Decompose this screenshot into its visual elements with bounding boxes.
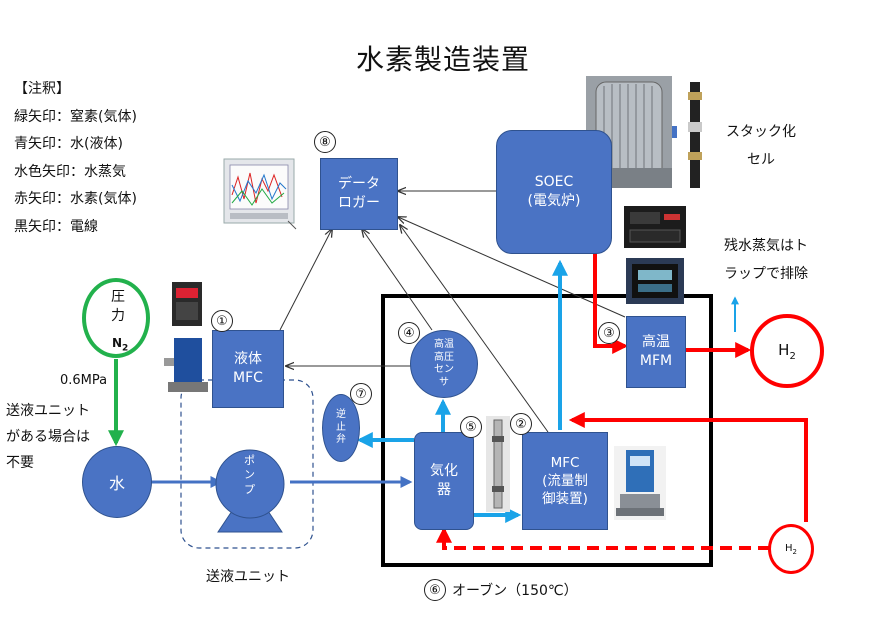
pressure-n2-label: 圧 力 <box>111 289 125 324</box>
mfc-label: MFC (流量制 御装置) <box>542 454 588 508</box>
pressure-n2-circle: 圧 力 N2 <box>82 278 150 358</box>
vaporizer-box: 気化 器 <box>414 432 474 530</box>
number-7: ⑦ <box>350 383 372 405</box>
legend: 【注釈】 緑矢印：窒素(気体) 青矢印：水(液体) 水色矢印：水蒸気 赤矢印：水… <box>14 76 137 241</box>
h2-source-circle: H2 <box>768 524 814 574</box>
mfm-photo <box>626 258 684 304</box>
h2-small-subscript: 2 <box>792 547 797 556</box>
h2-source-label: H2 <box>785 543 797 556</box>
oven-label: オーブン（150℃） <box>452 583 578 599</box>
legend-item-water: 青矢印：水(液体) <box>14 136 123 152</box>
number-5: ⑤ <box>460 416 482 438</box>
n2-subscript: 2 <box>122 343 129 354</box>
check-valve-label: 逆 止 弁 <box>336 409 346 446</box>
liquid-unit-label: 送液ユニット <box>206 569 290 585</box>
wire-liquidmfc-logger <box>279 229 332 331</box>
number-6: ⑥ <box>424 579 446 601</box>
arrow-soec-mfm <box>593 252 629 354</box>
liquid-mfc-label: 液体 MFC <box>233 351 263 386</box>
check-valve-ellipse: 逆 止 弁 <box>322 394 360 462</box>
number-3: ③ <box>598 322 620 344</box>
legend-item-wire: 黒矢印：電線 <box>14 218 98 235</box>
number-4: ④ <box>398 322 420 344</box>
mfc-box: MFC (流量制 御装置) <box>522 432 608 530</box>
stack-tube-photo <box>682 82 708 188</box>
wire-mfm-logger <box>398 217 626 318</box>
liquid-unit-note: 送液ユニット がある場合は 不要 <box>6 403 90 471</box>
pump-label: ポ ン プ <box>244 454 255 496</box>
legend-heading: 【注釈】 <box>14 81 70 97</box>
pressure-n2-formula: N2 <box>112 336 128 353</box>
legend-item-nitrogen: 緑矢印：窒素(気体) <box>14 108 137 125</box>
h2-subscript: 2 <box>789 350 796 362</box>
h2-output-circle: H2 <box>750 314 824 388</box>
controller-photo <box>624 206 686 248</box>
oven-frame <box>381 294 713 567</box>
mfm-box: 高温 MFM <box>626 316 686 388</box>
pressure-sensor-circle: 高温 高圧 セン サ <box>410 330 478 398</box>
number-8: ⑧ <box>314 131 336 153</box>
soec-box: SOEC (電気炉) <box>496 130 612 254</box>
residual-steam-label: 残水蒸気はト ラップで排除 <box>724 238 808 282</box>
mfm-label: 高温 MFM <box>639 334 673 369</box>
mfc-device-photo <box>614 446 666 520</box>
data-logger-label: データ ロガー <box>338 176 380 211</box>
h2-symbol: H <box>778 340 790 359</box>
pressure-sensor-label: 高温 高圧 セン サ <box>434 339 454 388</box>
wire-sensor-logger <box>362 229 433 331</box>
page-title: 水素製造装置 <box>355 43 530 76</box>
wire-mfc-logger <box>400 225 549 433</box>
legend-item-hydrogen: 赤矢印：水素(気体) <box>14 191 137 207</box>
liquid-mfc-photo <box>164 282 210 394</box>
number-1: ① <box>211 310 233 332</box>
tube-photo <box>486 416 510 512</box>
stack-cell-photo <box>586 76 672 188</box>
data-logger-box: データ ロガー <box>320 158 398 230</box>
soec-label: SOEC (電気炉) <box>527 174 581 209</box>
arrow-h2-return <box>568 412 808 522</box>
h2-small-symbol: H <box>785 542 793 554</box>
legend-item-steam: 水色矢印：水蒸気 <box>14 163 126 180</box>
liquid-mfc-box: 液体 MFC <box>212 330 284 408</box>
pump-shape: ポ ン プ <box>212 440 288 536</box>
vaporizer-label: 気化 器 <box>430 463 458 498</box>
pressure-value-label: 0.6MPa <box>60 373 108 388</box>
n2-symbol: N <box>112 336 123 350</box>
data-logger-photo <box>222 155 298 231</box>
arrow-h2-vaporizer-dashed <box>436 526 770 550</box>
h2-output-label: H2 <box>778 341 796 362</box>
water-label: 水 <box>108 474 125 493</box>
number-2: ② <box>510 413 532 435</box>
water-circle: 水 <box>82 446 152 518</box>
stack-cell-label: スタック化 セル <box>726 124 796 168</box>
